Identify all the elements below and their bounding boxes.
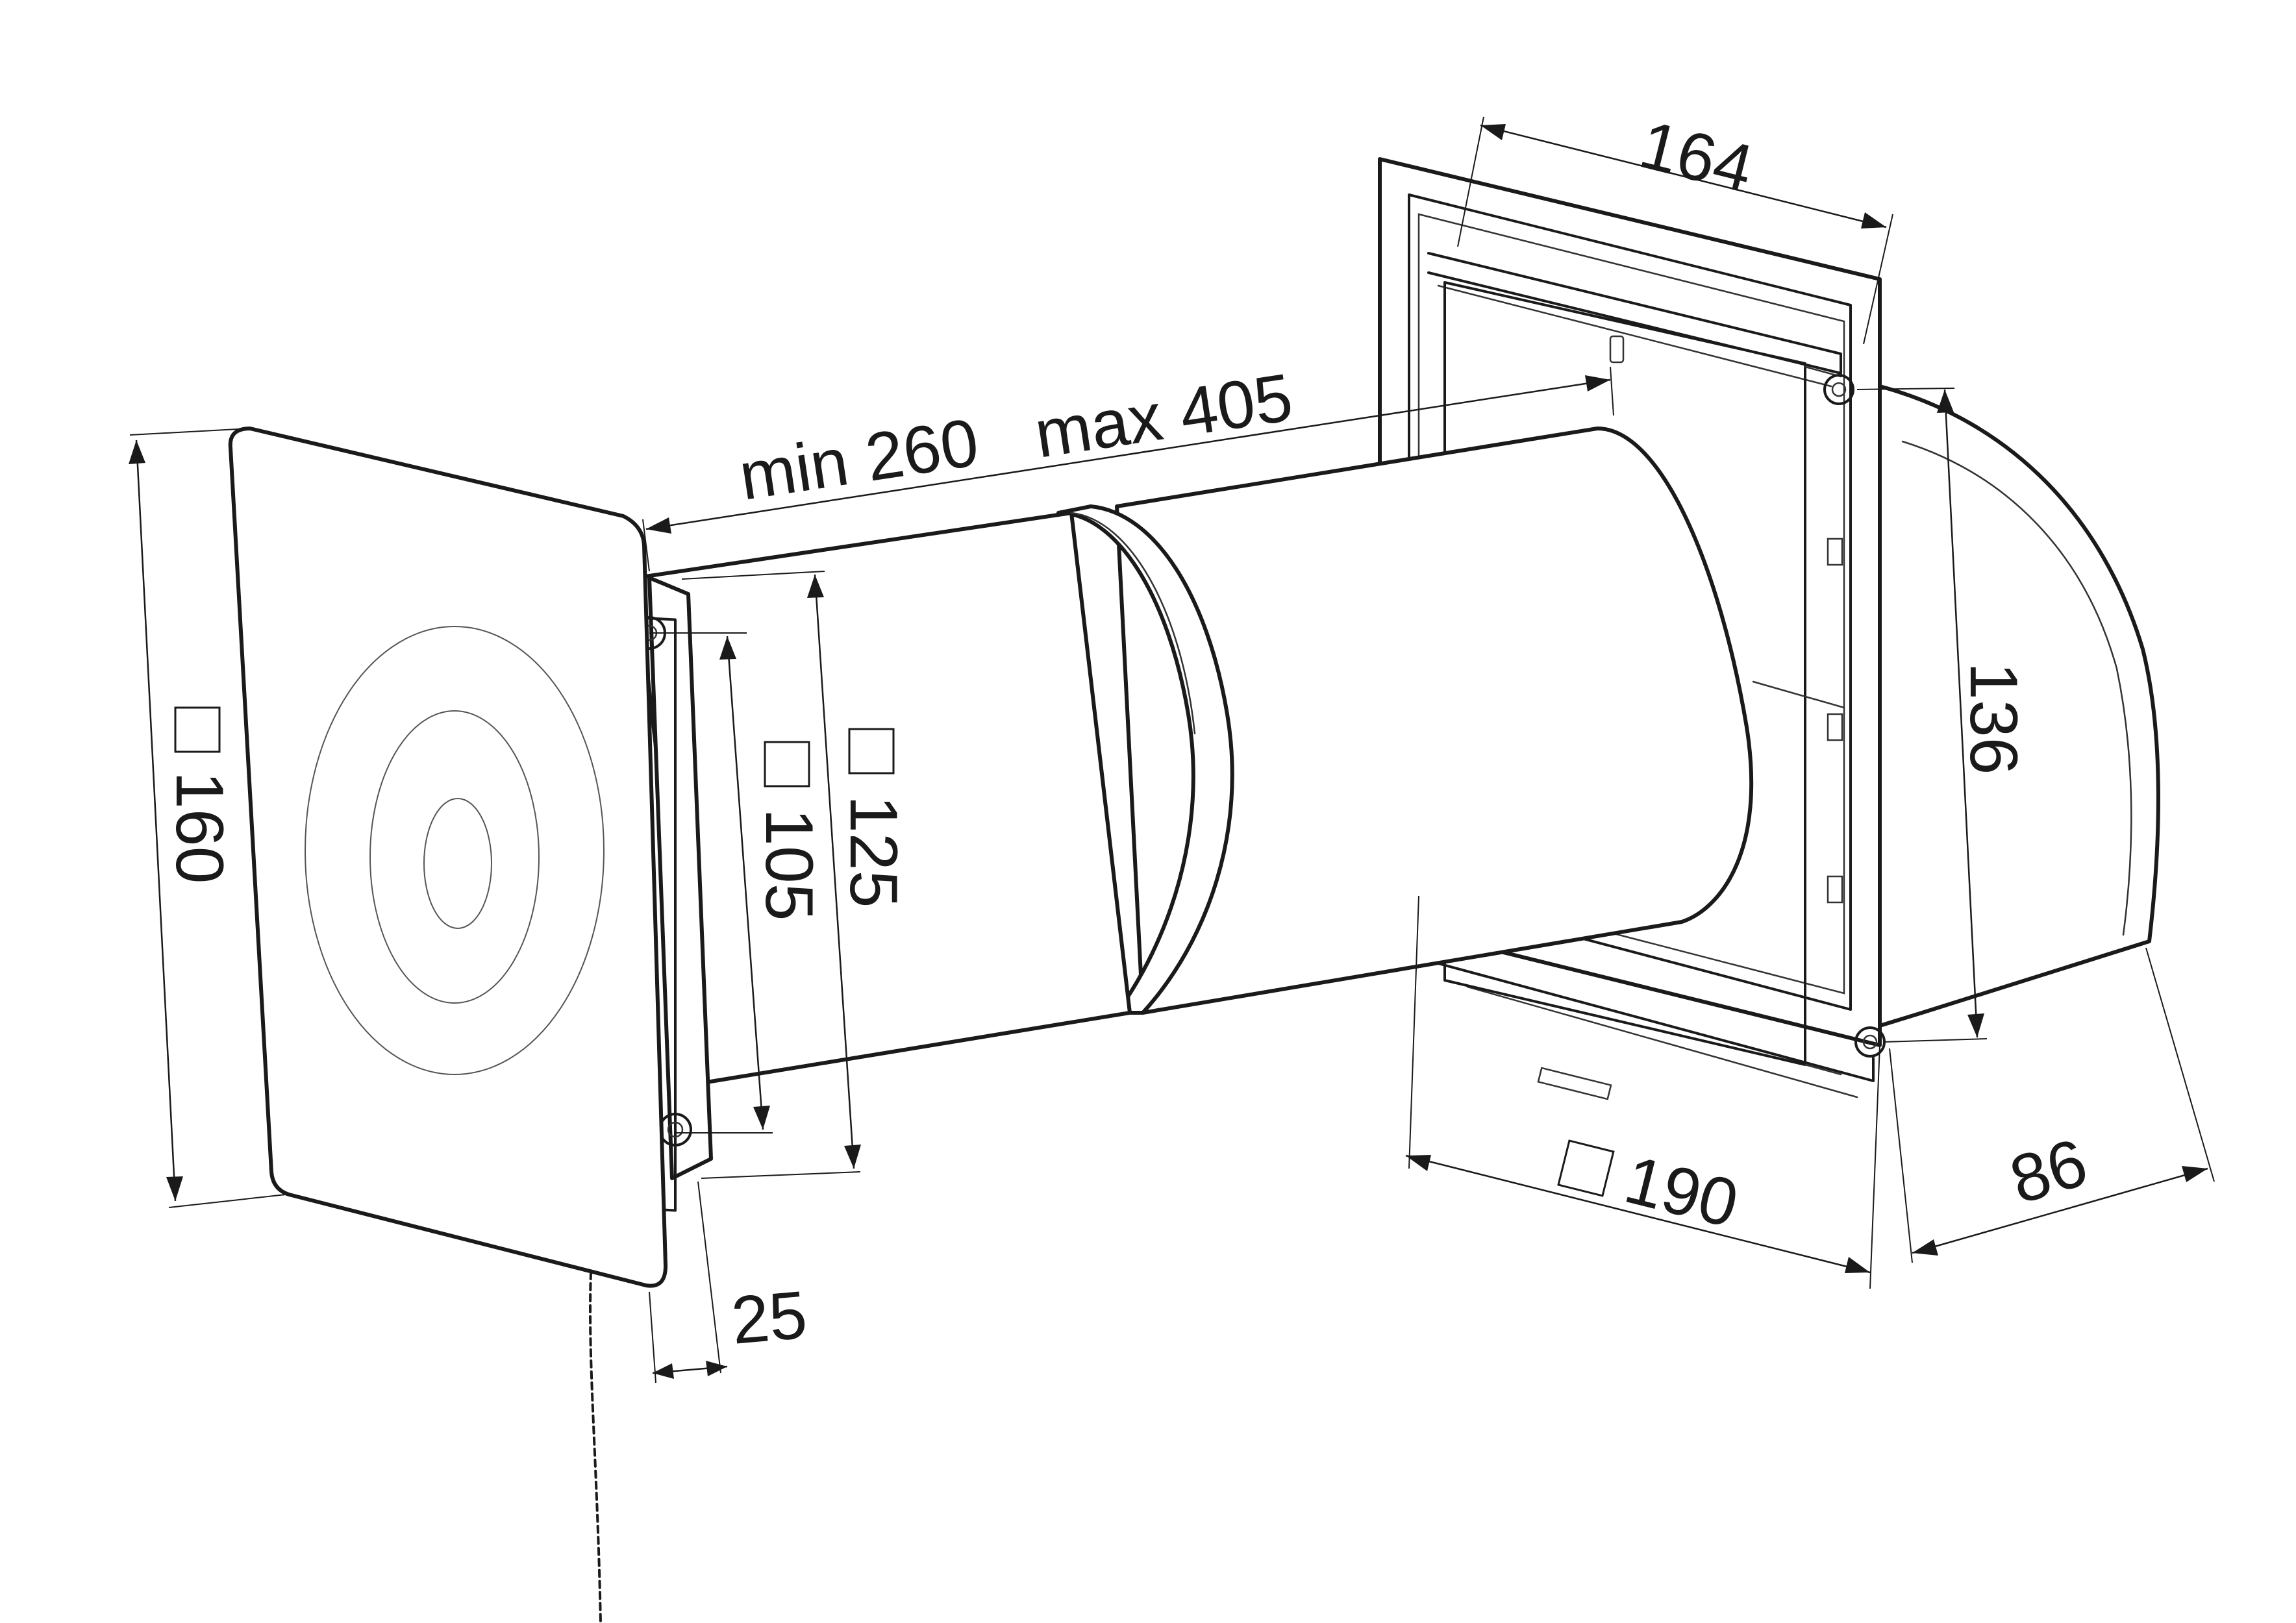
- square-section-icon: [1557, 1139, 1615, 1197]
- dim-front-plate-depth: 25: [729, 1277, 810, 1359]
- dim-hood-height: 136: [1956, 662, 2031, 775]
- duct-tube: [634, 427, 1754, 1086]
- square-section-icon: [848, 728, 895, 774]
- dim-front-plate-side: 160: [162, 771, 237, 884]
- dim-duct-outer: 125: [836, 795, 911, 908]
- dim-duct-inner: 105: [751, 808, 827, 921]
- pull-chain: [589, 1271, 602, 1623]
- dim-length-min: min 260: [734, 404, 983, 514]
- exterior-hood: [1878, 384, 2160, 1028]
- square-section-icon: [764, 741, 810, 787]
- dim-rear-frame-outer: 190: [1617, 1142, 1745, 1243]
- dimension-lines: [129, 116, 2215, 1383]
- square-section-icon: [174, 706, 221, 753]
- dim-length-max: max 405: [1030, 360, 1297, 473]
- front-panel: [228, 427, 713, 1288]
- dim-rear-frame-width: 164: [1632, 107, 1760, 208]
